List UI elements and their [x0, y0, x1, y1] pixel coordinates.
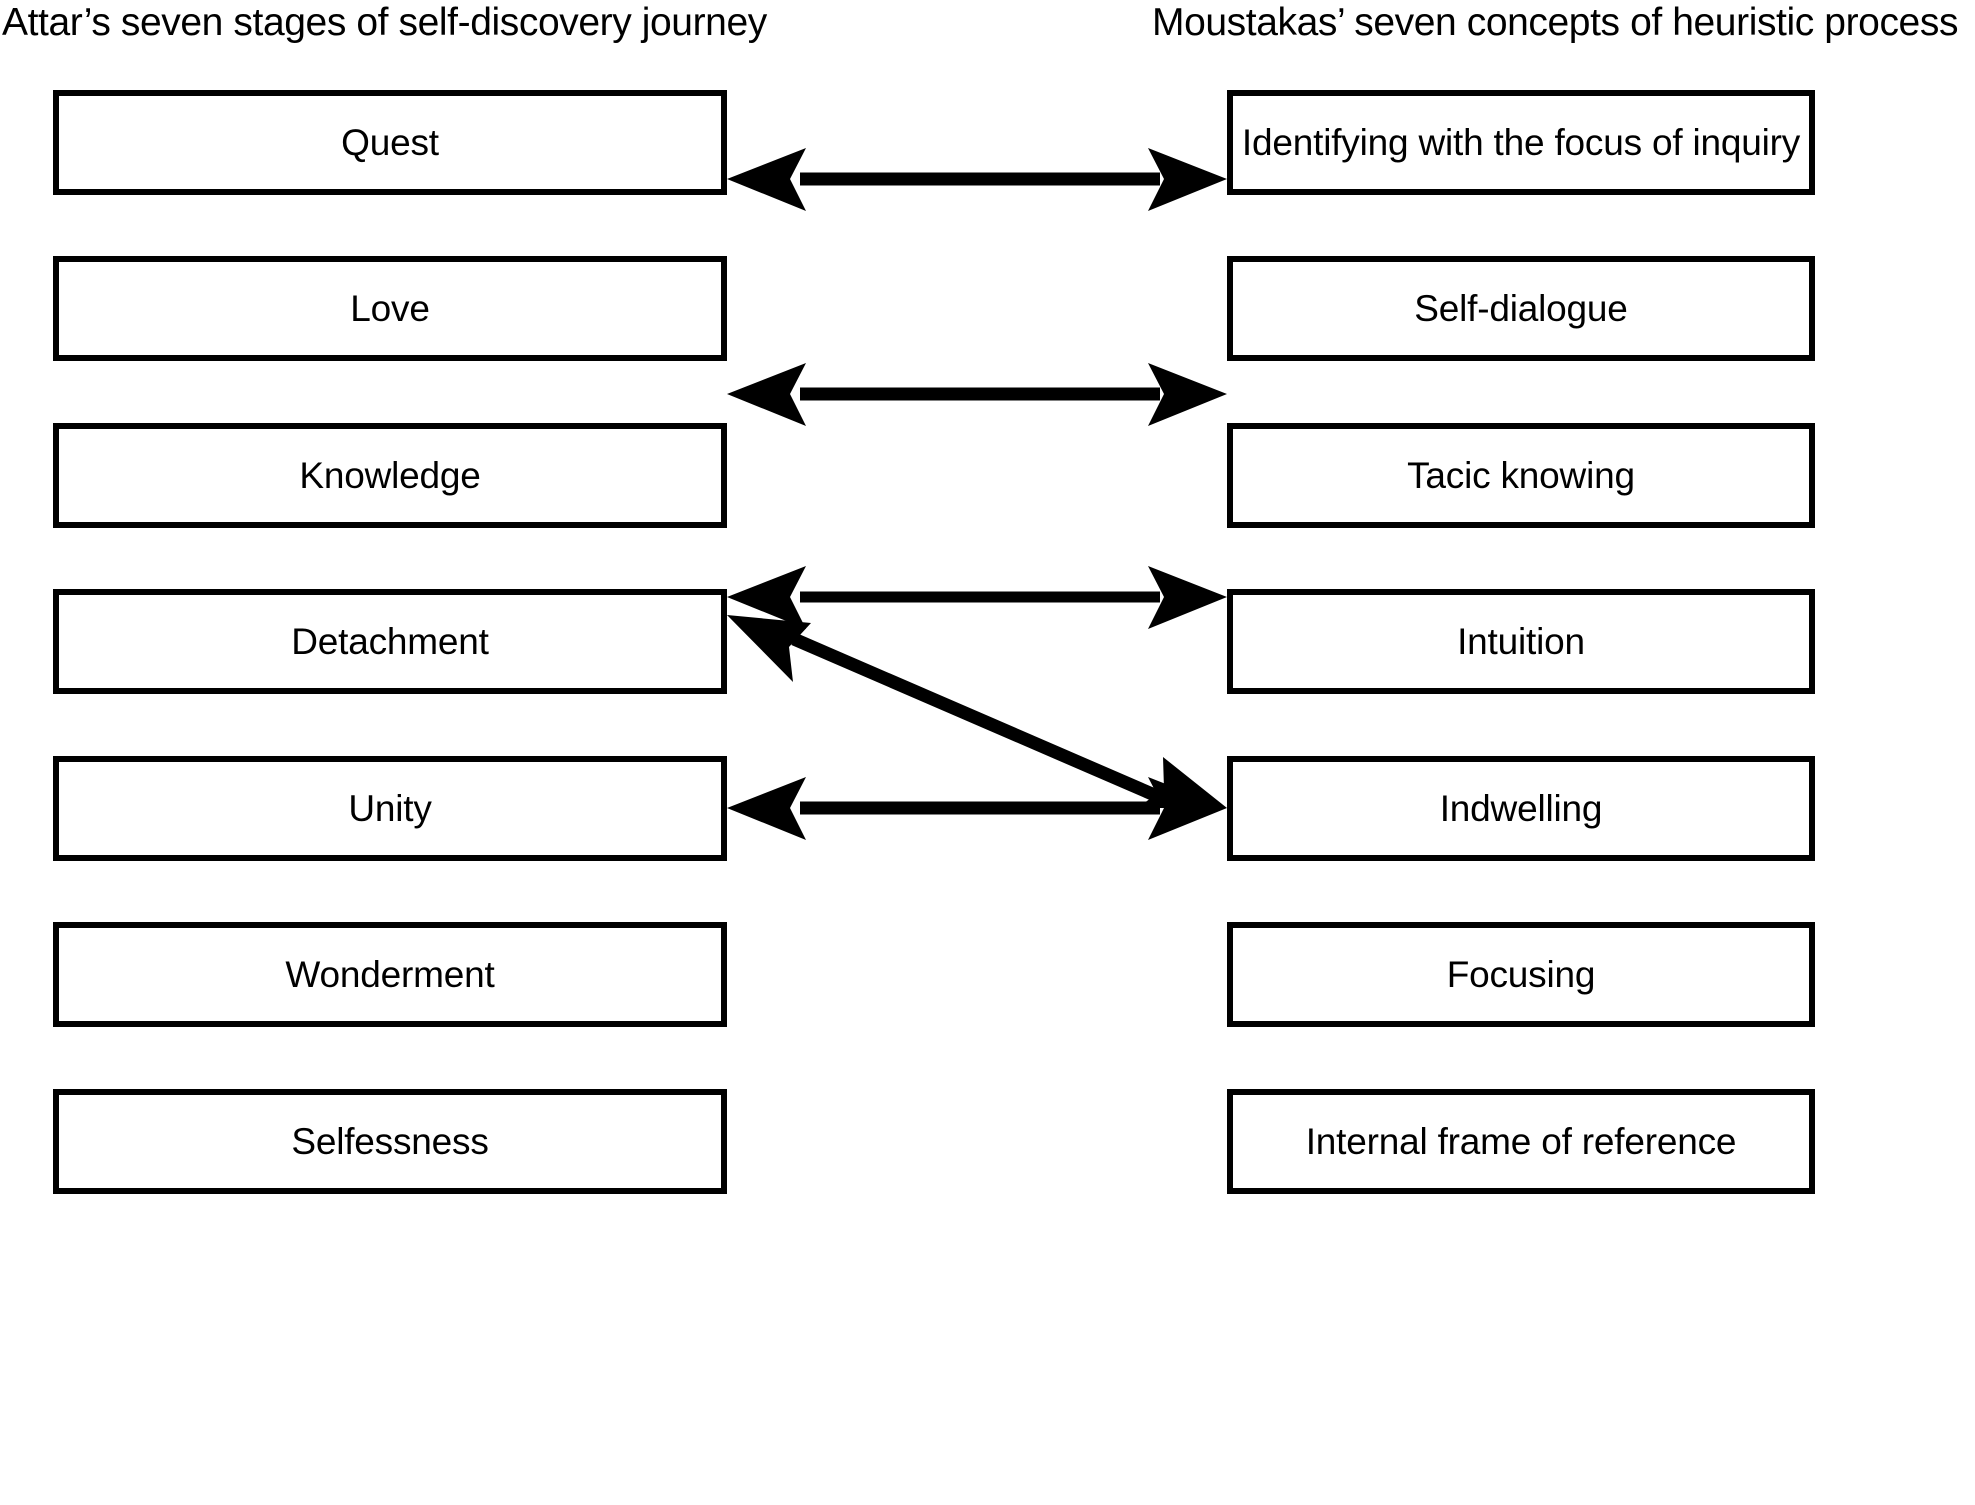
node-label-focusing: Focusing [1446, 953, 1596, 995]
node-box-intuition[interactable]: Intuition [1227, 589, 1815, 694]
node-label-indwelling: Indwelling [1439, 787, 1603, 829]
node-label-wonderment: Wonderment [285, 953, 495, 995]
node-box-internal-frame-of-reference[interactable]: Internal frame of reference [1227, 1089, 1815, 1194]
node-box-selfessness[interactable]: Selfessness [53, 1089, 727, 1194]
knowledge-to-tacic-knowing-arrow [727, 566, 1227, 629]
node-box-tacic-knowing[interactable]: Tacic knowing [1227, 423, 1815, 528]
unity-to-indwelling-arrow [727, 777, 1227, 840]
node-box-indwelling[interactable]: Indwelling [1227, 756, 1815, 861]
node-label-selfessness: Selfessness [291, 1120, 489, 1162]
node-label-identifying-with-the-focus-of-inquiry: Identifying with the focus of inquiry [1241, 121, 1801, 163]
quest-to-identifying-arrow [727, 148, 1227, 211]
node-label-unity: Unity [348, 787, 432, 829]
node-box-unity[interactable]: Unity [53, 756, 727, 861]
node-label-intuition: Intuition [1457, 620, 1585, 662]
node-box-love[interactable]: Love [53, 256, 727, 361]
node-box-focusing[interactable]: Focusing [1227, 922, 1815, 1027]
node-label-love: Love [350, 287, 430, 329]
node-label-detachment: Detachment [291, 620, 489, 662]
node-label-self-dialogue: Self-dialogue [1414, 287, 1628, 329]
left-column-header: Attar’s seven stages of self-discovery j… [2, 1, 767, 44]
knowledge-to-intuition-arrow [727, 615, 1227, 808]
node-box-wonderment[interactable]: Wonderment [53, 922, 727, 1027]
node-label-quest: Quest [341, 121, 439, 163]
node-box-detachment[interactable]: Detachment [53, 589, 727, 694]
node-box-knowledge[interactable]: Knowledge [53, 423, 727, 528]
node-label-internal-frame-of-reference: Internal frame of reference [1305, 1120, 1737, 1162]
node-label-tacic-knowing: Tacic knowing [1407, 454, 1635, 496]
love-to-self-dialogue-arrow [727, 363, 1227, 426]
node-box-self-dialogue[interactable]: Self-dialogue [1227, 256, 1815, 361]
node-box-quest[interactable]: Quest [53, 90, 727, 195]
right-column-header: Moustakas’ seven concepts of heuristic p… [1152, 1, 1959, 44]
node-label-knowledge: Knowledge [299, 454, 481, 496]
node-box-identifying-with-the-focus-of-inquiry[interactable]: Identifying with the focus of inquiry [1227, 90, 1815, 195]
